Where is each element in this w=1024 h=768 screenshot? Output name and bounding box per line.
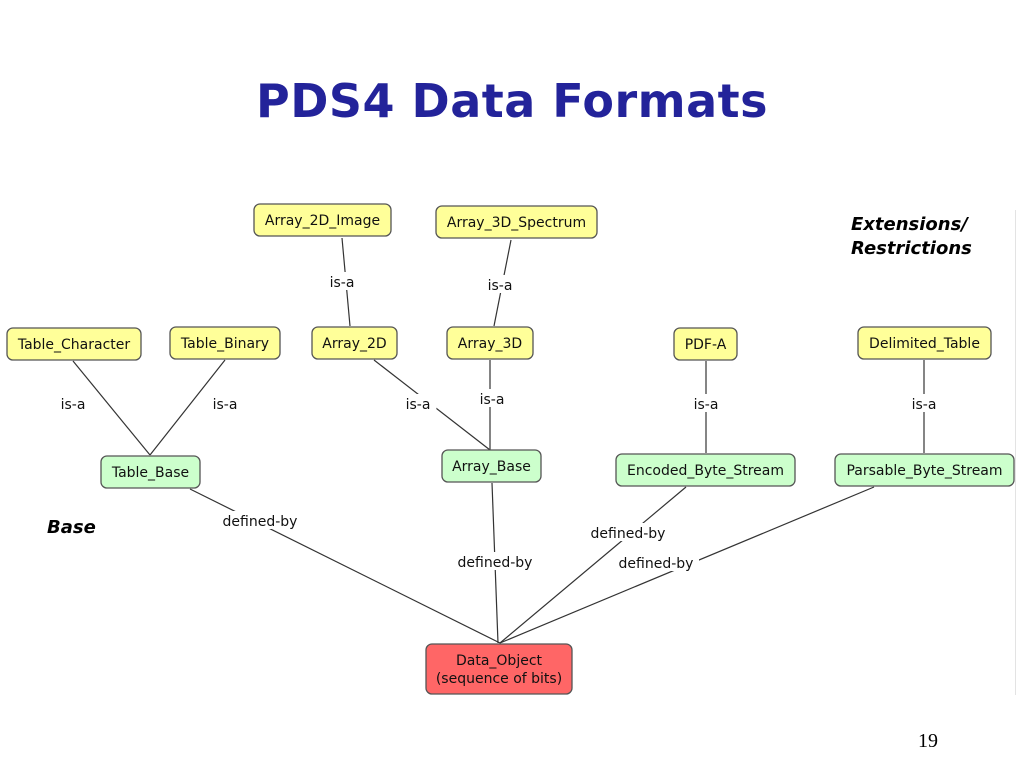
node-arraybase: Array_Base	[441, 449, 542, 483]
edge-tablecharacter-to-tablebase	[72, 360, 151, 456]
extensions-label-line1: Extensions/	[851, 214, 968, 235]
node-box-arraybase	[441, 449, 542, 483]
node-pdfa: PDF-A	[673, 327, 738, 361]
edge-label-background	[399, 394, 437, 412]
node-array2d: Array_2D	[311, 326, 398, 360]
node-box-encodedbytestream	[615, 453, 796, 487]
node-box-array2dimage	[253, 203, 392, 237]
node-box-dataobject	[425, 643, 573, 695]
nodes-layer: Array_2D_Image Array_3D_SpectrumTable_Cha…	[6, 203, 1015, 695]
edge-label-defined-by: defined-by	[458, 555, 533, 571]
extensions-label-line2: Restrictions	[851, 238, 972, 259]
node-box-pdfa	[673, 327, 738, 361]
node-dataobject: Data_Object (sequence of bits)	[425, 643, 573, 695]
node-tablebinary: Table_Binary	[169, 326, 281, 360]
edge-label-background	[217, 511, 303, 529]
node-box-array2d	[311, 326, 398, 360]
edge-label-background	[585, 523, 671, 541]
base-label: Base	[47, 517, 96, 538]
edge-label-background	[905, 394, 943, 412]
edge-label-is-a: is-a	[406, 397, 431, 413]
edge-label-background	[452, 552, 538, 570]
node-array3d: Array_3D	[446, 326, 534, 360]
node-box-delimitedtable	[857, 326, 992, 360]
edge-label-is-a: is-a	[480, 392, 505, 408]
edge-label-background	[323, 272, 361, 290]
extensions-restrictions-label: Extensions/ Restrictions	[851, 213, 1011, 261]
node-label-encodedbytestream: Encoded_Byte_Stream	[627, 463, 784, 479]
edge-label-is-a: is-a	[694, 397, 719, 413]
edge-label-background	[613, 553, 699, 571]
node-box-tablecharacter	[6, 327, 142, 361]
edges-layer: is-a is-a is-a is-a is-a is-a is-a is-a defined-…	[54, 237, 943, 644]
edge-label-is-a: is-a	[213, 397, 238, 413]
edge-label-background	[481, 275, 519, 293]
node-tablecharacter: Table_Character	[6, 327, 142, 361]
node-label-pdfa: PDF-A	[685, 337, 727, 353]
edge-label-defined-by: defined-by	[619, 556, 694, 572]
node-box-array3d	[446, 326, 534, 360]
node-label-array2dimage: Array_2D_Image	[265, 213, 380, 229]
edge-label-is-a: is-a	[61, 397, 86, 413]
edge-label-background	[206, 394, 244, 412]
node-delimitedtable: Delimited_Table	[857, 326, 992, 360]
node-array3dspectrum: Array_3D_Spectrum	[435, 205, 598, 239]
edge-label-background	[687, 394, 725, 412]
node-label-tablecharacter: Table_Character	[17, 337, 131, 353]
node-label-parsablebytestream: Parsable_Byte_Stream	[846, 463, 1002, 479]
edge-label-defined-by: defined-by	[223, 514, 298, 530]
node-parsablebytestream: Parsable_Byte_Stream	[834, 453, 1015, 487]
edge-label-is-a: is-a	[330, 275, 355, 291]
edge-tablebinary-to-tablebase	[149, 359, 226, 456]
node-label-tablebinary: Table_Binary	[180, 336, 269, 352]
slide-title: PDS4 Data Formats	[255, 74, 768, 128]
node-label-dataobject: (sequence of bits)	[436, 671, 562, 687]
node-label-array3d: Array_3D	[458, 336, 522, 352]
node-label-array3dspectrum: Array_3D_Spectrum	[447, 215, 586, 231]
edge-encodedbytestream-to-dataobject	[499, 486, 687, 644]
node-label-dataobject: Data_Object	[456, 653, 543, 669]
edge-label-background	[473, 389, 511, 407]
slide-edge-rule	[1015, 210, 1016, 695]
node-encodedbytestream: Encoded_Byte_Stream	[615, 453, 796, 487]
node-box-tablebase	[100, 455, 201, 489]
node-tablebase: Table_Base	[100, 455, 201, 489]
node-array2dimage: Array_2D_Image	[253, 203, 392, 237]
edge-label-defined-by: defined-by	[591, 526, 666, 542]
edge-label-is-a: is-a	[488, 278, 513, 294]
node-box-tablebinary	[169, 326, 281, 360]
node-label-delimitedtable: Delimited_Table	[869, 336, 980, 352]
node-box-parsablebytestream	[834, 453, 1015, 487]
page-number: 19	[918, 730, 938, 752]
node-label-tablebase: Table_Base	[111, 465, 189, 481]
node-box-array3dspectrum	[435, 205, 598, 239]
edge-label-is-a: is-a	[912, 397, 937, 413]
node-label-arraybase: Array_Base	[452, 459, 531, 475]
edge-label-background	[54, 394, 92, 412]
node-label-array2d: Array_2D	[322, 336, 386, 352]
